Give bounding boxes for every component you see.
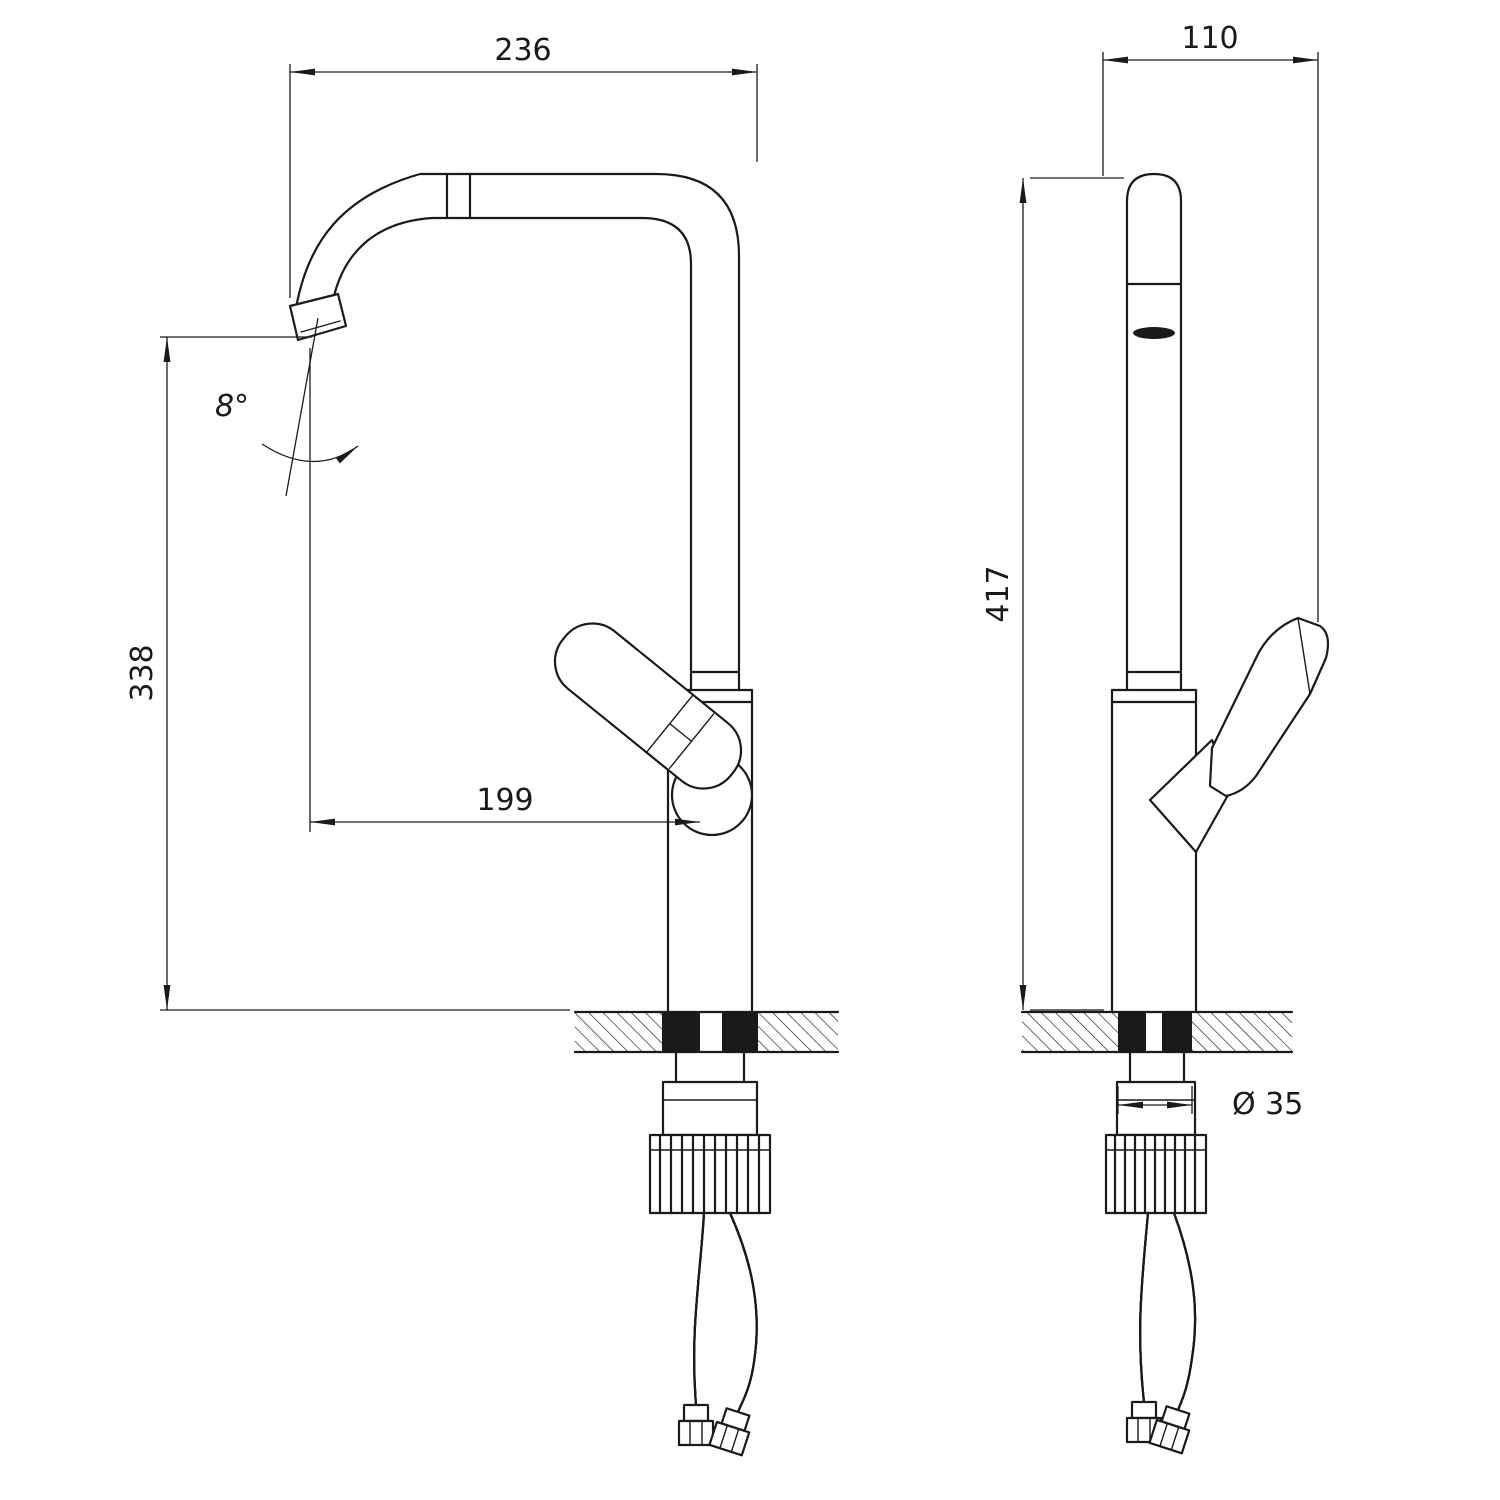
undercounter-side bbox=[1104, 1050, 1208, 1215]
countertop-hatch bbox=[758, 1012, 838, 1052]
dim-outlet-angle: 8° bbox=[215, 317, 359, 497]
spout-inner-edge bbox=[332, 216, 693, 692]
dim-label-338: 338 bbox=[125, 644, 160, 701]
countertop-side bbox=[1020, 1010, 1294, 1054]
hose-connector bbox=[677, 1403, 715, 1447]
supply-hoses-front bbox=[677, 1211, 758, 1457]
fixing-collar bbox=[661, 1080, 759, 1137]
front-view bbox=[288, 172, 840, 1457]
side-view bbox=[1020, 172, 1330, 1455]
angle-arc bbox=[261, 443, 359, 464]
dimension-annotations: 236 338 199 8° 110 bbox=[125, 21, 1319, 1122]
dim-outlet-height: 338 bbox=[125, 336, 570, 1011]
dim-label-angle: 8° bbox=[215, 389, 249, 424]
shank-gap bbox=[700, 1012, 722, 1052]
grip-detail-line bbox=[669, 722, 693, 742]
mounting-nut bbox=[648, 1133, 772, 1215]
dim-label-199: 199 bbox=[476, 783, 533, 818]
hose-connector bbox=[1148, 1405, 1191, 1455]
undercounter-front bbox=[648, 1050, 772, 1215]
shank-gap bbox=[1146, 1012, 1162, 1052]
dim-front-width: 236 bbox=[289, 33, 758, 298]
outlet-aerator bbox=[1133, 327, 1175, 339]
hose-connector bbox=[708, 1407, 751, 1457]
spout-outer-edge bbox=[294, 172, 741, 692]
dim-base-diameter: Ø 35 bbox=[1117, 1086, 1303, 1122]
riser-pipe bbox=[1125, 172, 1183, 692]
countertop-front bbox=[573, 1010, 840, 1054]
handle-lever-front bbox=[553, 622, 743, 790]
hose-braid bbox=[1139, 1211, 1150, 1404]
hose-outline bbox=[728, 1211, 758, 1414]
countertop-hatch bbox=[1022, 1012, 1118, 1052]
fixing-collar bbox=[1115, 1080, 1197, 1137]
dim-overall-height: 417 bbox=[981, 177, 1124, 1011]
dim-label-diameter: Ø 35 bbox=[1232, 1087, 1303, 1122]
nut-ribs bbox=[658, 1133, 761, 1215]
dim-label-110: 110 bbox=[1181, 21, 1238, 56]
spout-outlet-tip bbox=[288, 292, 348, 342]
lever-detail-line bbox=[1297, 617, 1311, 695]
hose-braid bbox=[693, 1211, 706, 1407]
countertop-hatch bbox=[575, 1012, 662, 1052]
dim-label-417: 417 bbox=[981, 565, 1016, 622]
hose-braid bbox=[728, 1211, 758, 1414]
angle-reference-line bbox=[285, 317, 319, 497]
nut-ribs bbox=[1113, 1133, 1197, 1215]
countertop-hatch bbox=[1192, 1012, 1292, 1052]
dim-side-depth: 110 bbox=[1102, 21, 1319, 622]
hose-braid bbox=[1172, 1211, 1197, 1412]
aerator-line bbox=[300, 320, 341, 333]
spout-side bbox=[1125, 172, 1183, 692]
spout-front bbox=[288, 172, 741, 692]
dim-outlet-reach: 199 bbox=[309, 348, 700, 832]
supply-hoses-side bbox=[1125, 1211, 1197, 1455]
faucet-body-side bbox=[1110, 616, 1330, 1014]
handle-grip bbox=[553, 622, 743, 790]
handle-lever-side bbox=[1208, 616, 1330, 798]
faucet-body-front bbox=[553, 622, 754, 1014]
dim-label-236: 236 bbox=[494, 33, 551, 68]
hose-core bbox=[728, 1211, 758, 1414]
